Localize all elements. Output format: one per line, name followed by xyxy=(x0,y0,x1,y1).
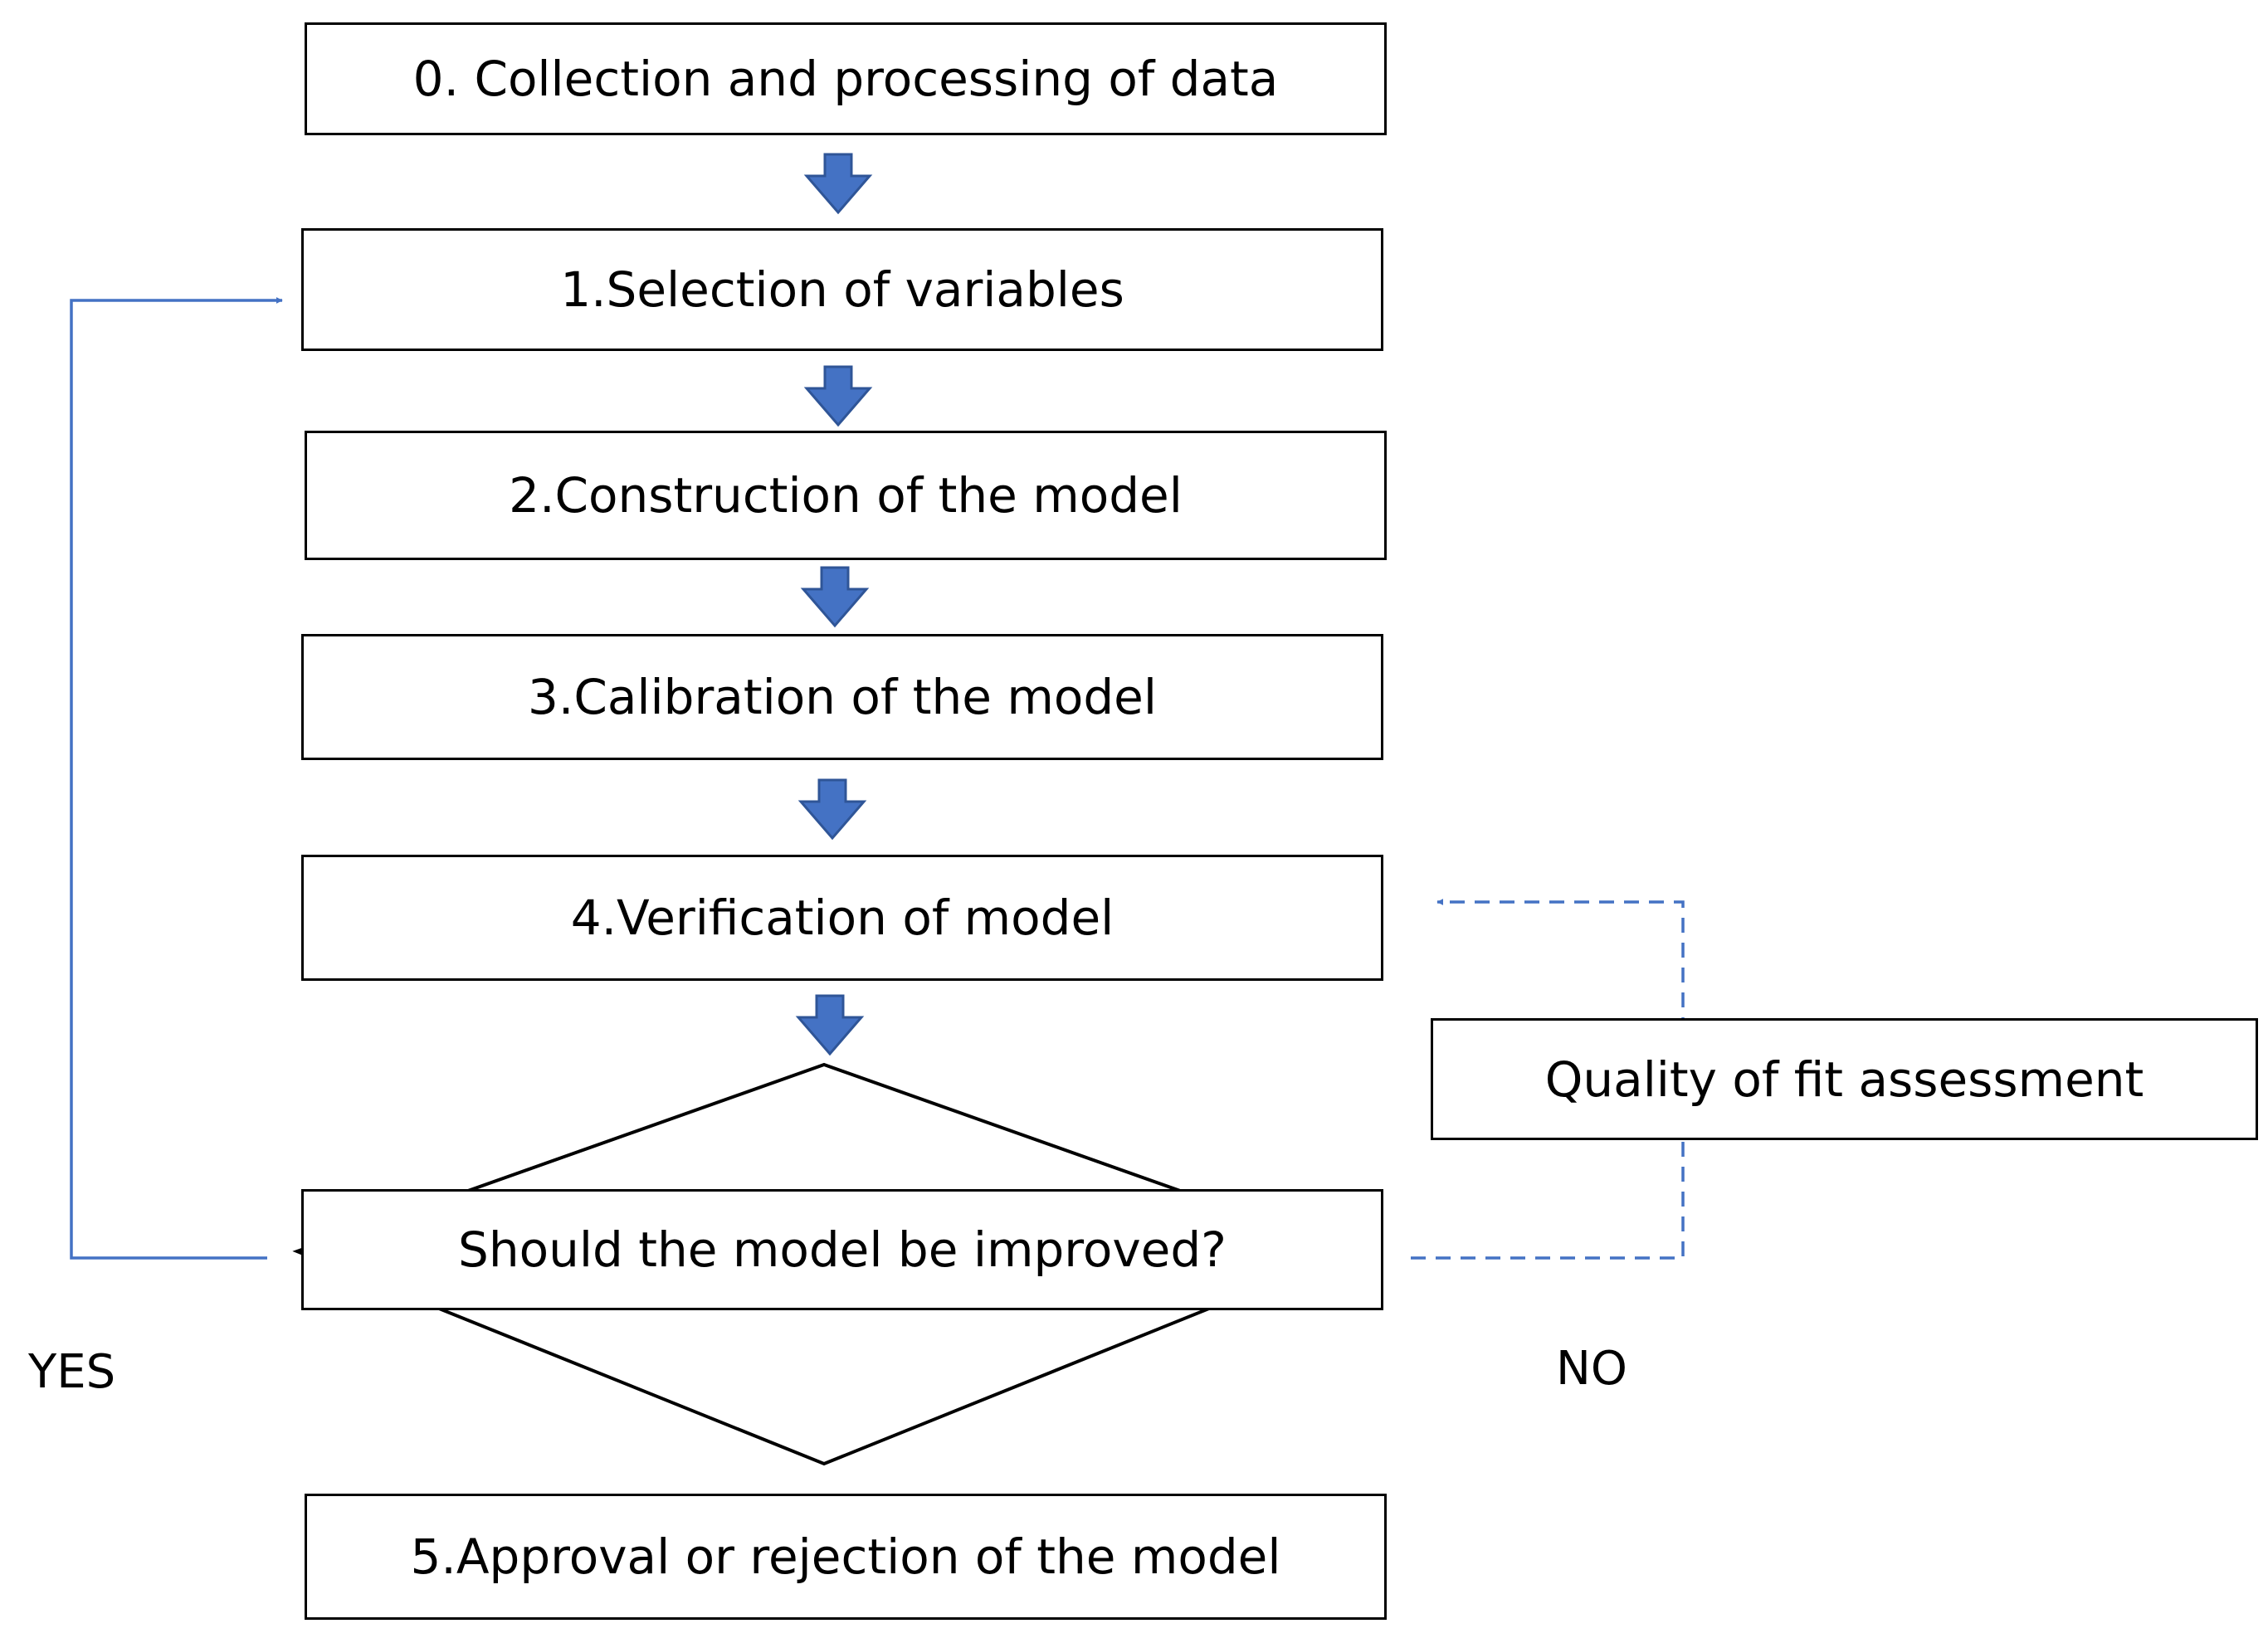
no-branch-label: NO xyxy=(1556,1342,1627,1396)
step-box-1: 1.Selection of variables xyxy=(301,228,1383,351)
down-arrow-step3-to-step4 xyxy=(797,778,867,841)
step-box-3: 3.Calibration of the model xyxy=(301,634,1383,760)
yes-branch-label: YES xyxy=(28,1345,116,1399)
down-arrow-step4-to-decision xyxy=(795,994,865,1056)
decision-box: Should the model be improved? xyxy=(301,1189,1383,1310)
assessment-box: Quality of fit assessment xyxy=(1431,1018,2258,1140)
step-label-2: 2.Construction of the model xyxy=(509,467,1183,524)
step-label-1: 1.Selection of variables xyxy=(560,261,1124,318)
down-arrow-step2-to-step3 xyxy=(800,566,870,628)
step-box-5: 5.Approval or rejection of the model xyxy=(305,1494,1387,1620)
step-box-4: 4.Verification of model xyxy=(301,855,1383,981)
yes-loop-connector xyxy=(70,297,283,1260)
step-label-4: 4.Verification of model xyxy=(570,890,1114,946)
decision-label: Should the model be improved? xyxy=(458,1221,1227,1278)
step-box-0: 0. Collection and processing of data xyxy=(305,22,1387,135)
step-label-5: 5.Approval or rejection of the model xyxy=(410,1528,1281,1585)
assessment-label: Quality of fit assessment xyxy=(1544,1051,2144,1108)
down-arrow-step0-to-step1 xyxy=(803,153,873,215)
step-box-2: 2.Construction of the model xyxy=(305,431,1387,560)
step-label-3: 3.Calibration of the model xyxy=(528,669,1157,725)
down-arrow-step1-to-step2 xyxy=(803,365,873,427)
step-label-0: 0. Collection and processing of data xyxy=(412,51,1279,107)
